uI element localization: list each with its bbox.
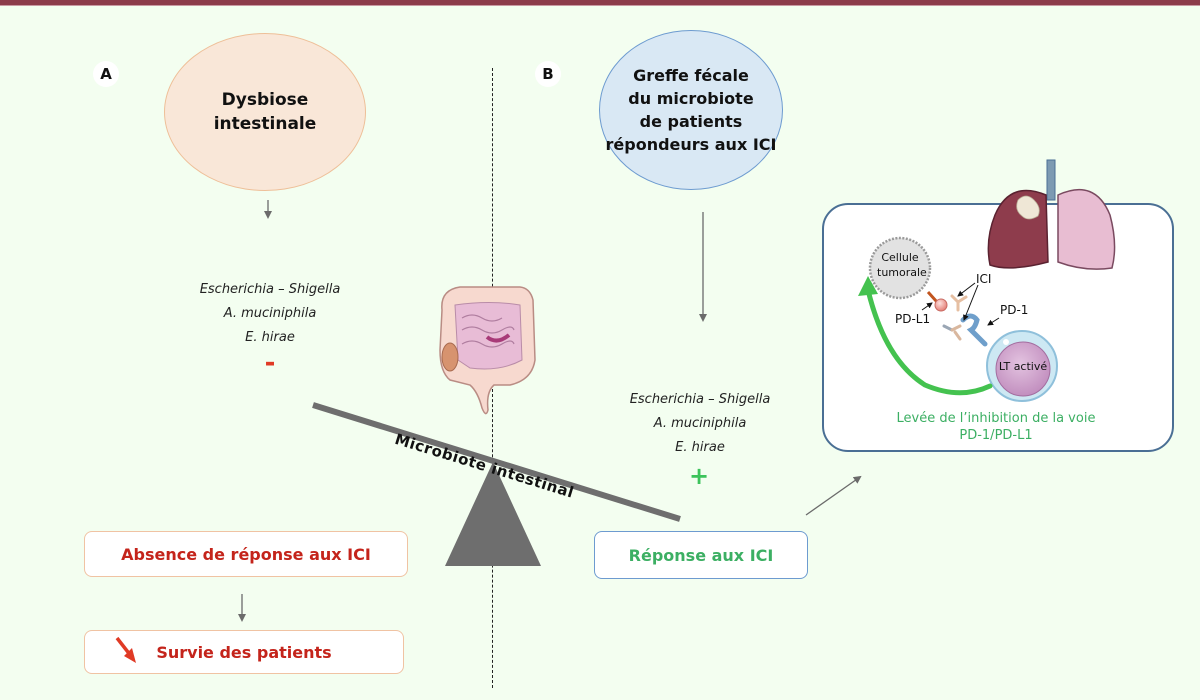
- survival-label: Survie des patients: [156, 642, 332, 662]
- plus-sign: +: [688, 462, 710, 490]
- tumor-cell-line1: Cellule: [881, 251, 919, 264]
- transplant-title-line1: Greffe fécale: [633, 66, 749, 85]
- pdl1-icon: [934, 298, 948, 312]
- no-response-box: Absence de réponse aux ICI: [84, 531, 408, 577]
- lungs-icon: [987, 159, 1116, 270]
- tumor-cell-icon: [868, 236, 932, 300]
- arrow-response-to-mechanism: [805, 475, 862, 516]
- pdl1-stalk: [926, 290, 939, 304]
- transplant-title-line4: répondeurs aux ICI: [605, 135, 777, 154]
- mechanism-caption: Levée de l’inhibition de la voie PD-1/PD…: [836, 410, 1156, 444]
- ici-antibody-1-icon: [950, 294, 968, 312]
- pd1-receptor-icon: [960, 313, 988, 347]
- fecal-transplant-ellipse: Greffe fécale du microbiote de patients …: [599, 30, 783, 190]
- survival-box: Survie des patients: [84, 630, 404, 674]
- dysbiosis-ellipse: Dysbiose intestinale: [164, 33, 366, 191]
- pd1-label: PD-1: [1000, 303, 1029, 317]
- caption-line1: Levée de l’inhibition de la voie: [896, 411, 1096, 426]
- pdl1-label: PD-L1: [895, 312, 931, 326]
- activation-arrow-icon: [858, 276, 993, 396]
- ici-label: ICI: [976, 272, 992, 286]
- dysbiosis-title-line1: Dysbiose: [221, 90, 309, 110]
- caption-line2: PD-1/PD-L1: [959, 428, 1033, 443]
- tumor-cell-label: Cellule tumorale: [877, 250, 927, 280]
- balance-beam: [312, 402, 681, 522]
- arrow-down-right-icon: [115, 636, 136, 663]
- dysbiosis-title-line2: intestinale: [213, 114, 317, 134]
- bacteria-a-3: E. hirae: [245, 330, 295, 345]
- top-bar: [0, 0, 1200, 6]
- balance-fulcrum: [445, 462, 541, 566]
- t-cell-icon: [986, 330, 1058, 402]
- bacteria-b-1: Escherichia – Shigella: [629, 392, 771, 407]
- bacteria-list-a: Escherichia – Shigella A. muciniphila E.…: [180, 278, 360, 350]
- transplant-title-line2: du microbiote: [628, 89, 754, 108]
- panel-b-label: B: [535, 61, 561, 87]
- ici-antibody-2-icon: [942, 324, 962, 341]
- t-cell-label: LT activé: [998, 360, 1048, 373]
- pointer-ici-2: [963, 284, 979, 321]
- bacteria-a-2: A. muciniphila: [223, 306, 317, 321]
- pointer-ici-1: [957, 282, 976, 297]
- intestine-icon: [439, 286, 536, 415]
- tumor-cell-line2: tumorale: [877, 266, 927, 279]
- bacteria-b-2: A. muciniphila: [653, 416, 747, 431]
- pointer-pd1: [987, 317, 1000, 326]
- transplant-title-line3: de patients: [639, 112, 743, 131]
- panel-a-label: A: [93, 61, 119, 87]
- minus-sign: -: [264, 348, 276, 378]
- bacteria-b-3: E. hirae: [675, 440, 725, 455]
- bacteria-list-b: Escherichia – Shigella A. muciniphila E.…: [600, 388, 800, 460]
- bacteria-a-1: Escherichia – Shigella: [199, 282, 341, 297]
- pointer-pdl1: [921, 302, 933, 311]
- response-box: Réponse aux ICI: [594, 531, 808, 579]
